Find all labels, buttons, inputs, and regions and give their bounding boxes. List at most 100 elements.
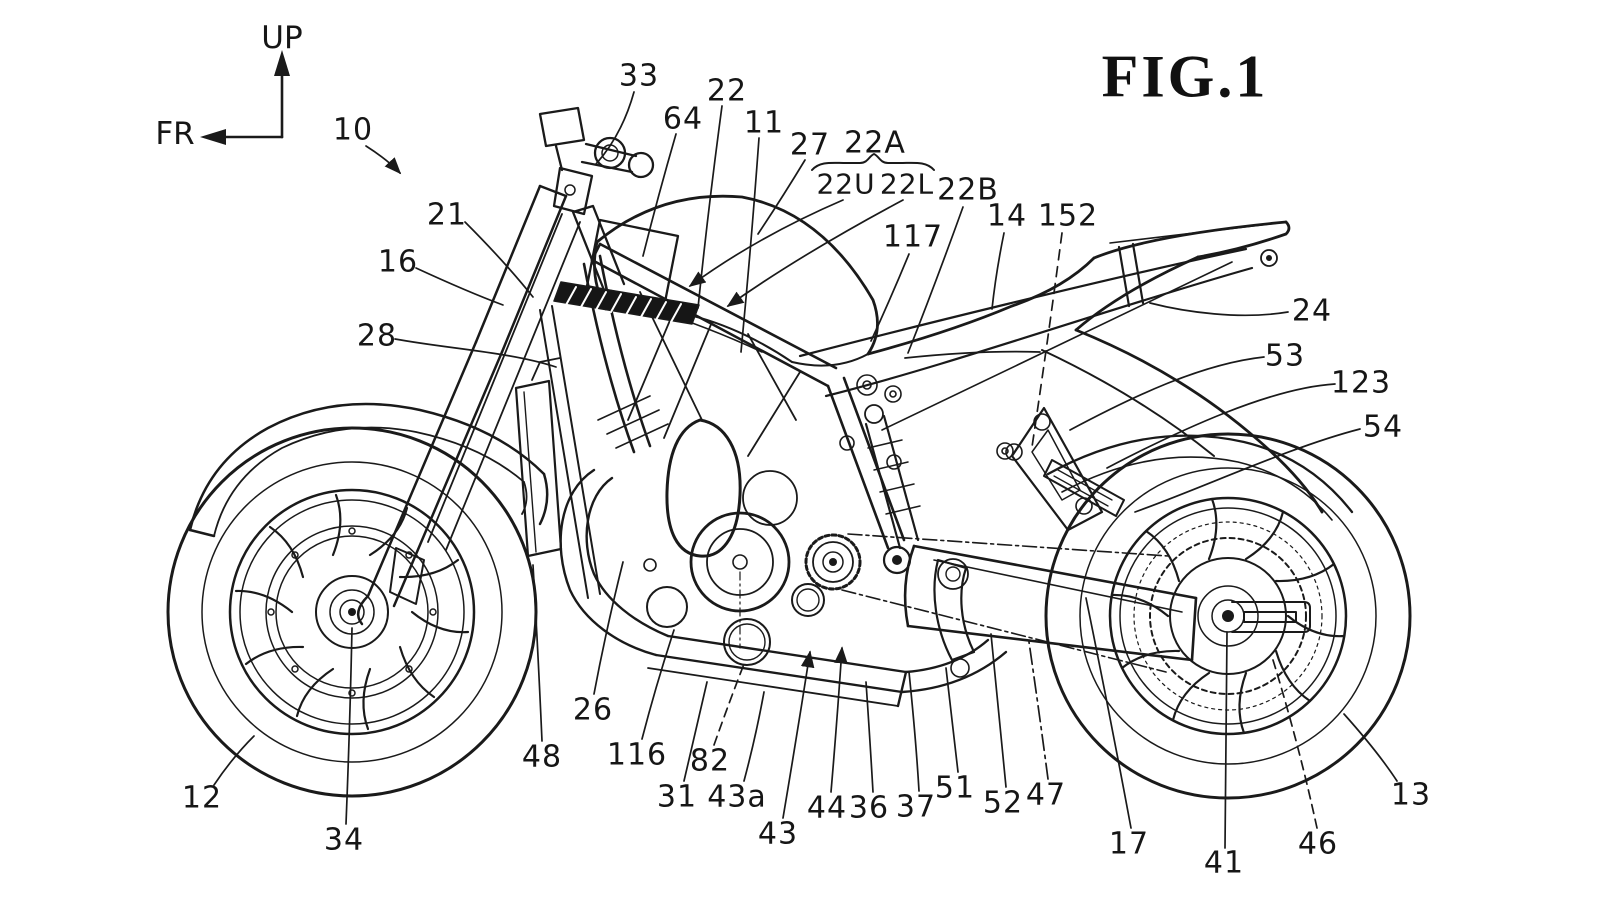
mirror-mount xyxy=(538,106,586,148)
front-brake-caliper xyxy=(389,547,425,605)
leader-117 xyxy=(870,253,910,342)
leader-24 xyxy=(1149,302,1289,317)
leader-22U xyxy=(688,199,844,288)
leader-123 xyxy=(1106,383,1336,469)
ref-label-27: 27 xyxy=(789,127,831,163)
leader-82 xyxy=(713,663,745,746)
ref-label-26: 26 xyxy=(572,692,614,728)
tail-strut xyxy=(1117,242,1145,308)
ref-label-14: 14 xyxy=(986,198,1028,234)
ref-label-52: 52 xyxy=(982,785,1024,821)
fuel-tank xyxy=(593,194,879,367)
ref-label-53: 53 xyxy=(1264,338,1306,374)
tail-eyelet xyxy=(1260,249,1278,267)
leader-43 xyxy=(782,650,815,819)
leader-13 xyxy=(1343,713,1398,782)
leader-152 xyxy=(1031,232,1063,448)
ref-label-54: 54 xyxy=(1362,409,1404,445)
ref-label-33: 33 xyxy=(618,58,660,94)
ref-label-16: 16 xyxy=(377,244,419,280)
leader-lines xyxy=(213,91,1398,849)
brace-22A xyxy=(811,153,935,171)
figure-title: FIG.1 xyxy=(1101,43,1269,110)
engine xyxy=(597,395,862,666)
chain-adjuster xyxy=(1231,601,1311,633)
leader-21 xyxy=(464,221,534,298)
steering-head-tube xyxy=(571,204,626,292)
ref-label-47: 47 xyxy=(1025,777,1067,813)
ref-label-152: 152 xyxy=(1037,198,1099,234)
passenger-peg-bracket xyxy=(1005,406,1125,532)
top-clamp xyxy=(552,166,594,216)
ref-label-17: 17 xyxy=(1108,826,1150,862)
ref-label-116: 116 xyxy=(606,737,668,773)
rear-sprocket xyxy=(1133,521,1323,711)
leader-33 xyxy=(595,91,635,165)
leader-26 xyxy=(593,561,624,695)
ref-label-22: 22 xyxy=(706,73,748,109)
leader-44 xyxy=(830,646,848,793)
leader-53 xyxy=(1069,356,1265,431)
seat-and-tail xyxy=(866,220,1324,514)
ref-label-13: 13 xyxy=(1390,777,1432,813)
leader-14 xyxy=(991,232,1005,310)
rear-wheel xyxy=(1044,432,1412,800)
intake-grille xyxy=(553,281,700,325)
leader-52 xyxy=(990,633,1007,788)
exhaust-system xyxy=(559,468,1008,708)
leader-54 xyxy=(1134,428,1361,513)
leader-22L xyxy=(726,199,904,307)
axis-label-up: UP xyxy=(261,20,303,56)
orientation-axes xyxy=(200,50,290,145)
ref-label-34: 34 xyxy=(323,822,365,858)
leader-48 xyxy=(532,564,543,742)
axis-label-fr: FR xyxy=(155,116,195,152)
ref-label-22A: 22A xyxy=(844,125,906,161)
swingarm xyxy=(903,544,1198,662)
ref-label-64: 64 xyxy=(662,101,704,137)
fork-top-eye xyxy=(593,136,627,170)
leader-47 xyxy=(1028,641,1049,780)
leader-31 xyxy=(683,681,708,782)
leader-37 xyxy=(908,671,920,792)
leader-41 xyxy=(1224,631,1228,849)
leader-16 xyxy=(415,267,504,306)
rear-wheel-spokes xyxy=(1110,497,1346,735)
drive-sprocket xyxy=(804,533,862,591)
cylinder-hatch xyxy=(597,395,669,449)
drive-chain xyxy=(841,533,1169,673)
ref-label-117: 117 xyxy=(882,219,944,255)
ref-label-10: 10 xyxy=(332,112,374,148)
main-frame xyxy=(539,242,1014,599)
ref-label-43: 43 xyxy=(757,816,799,852)
ref-label-43a: 43a xyxy=(707,779,767,815)
ref-label-44: 44 xyxy=(806,790,848,826)
engine-cover xyxy=(665,418,742,558)
ref-label-37: 37 xyxy=(895,789,937,825)
front-downtube xyxy=(539,305,601,599)
leader-22B xyxy=(907,206,964,354)
leader-46 xyxy=(1272,659,1318,829)
ref-label-46: 46 xyxy=(1297,826,1339,862)
leader-28 xyxy=(394,338,557,368)
handlebar-assembly xyxy=(538,106,655,292)
ref-label-36: 36 xyxy=(848,790,890,826)
intake-box xyxy=(553,218,700,325)
ref-label-12: 12 xyxy=(181,780,223,816)
ref-label-22L: 22L xyxy=(879,167,935,201)
ref-label-41: 41 xyxy=(1203,845,1245,881)
footpeg xyxy=(1043,459,1125,517)
frame-bolts xyxy=(643,374,1014,572)
ref-label-22B: 22B xyxy=(937,172,999,208)
ref-label-28: 28 xyxy=(356,318,398,354)
rear-shock xyxy=(864,404,921,550)
ref-label-48: 48 xyxy=(521,739,563,775)
leader-64 xyxy=(642,133,677,257)
front-fender xyxy=(188,402,549,538)
ref-label-31: 31 xyxy=(656,779,698,815)
ref-label-82: 82 xyxy=(689,743,731,779)
throttle-body xyxy=(742,470,798,526)
leader-43a xyxy=(743,691,765,782)
leader-51 xyxy=(945,667,959,773)
